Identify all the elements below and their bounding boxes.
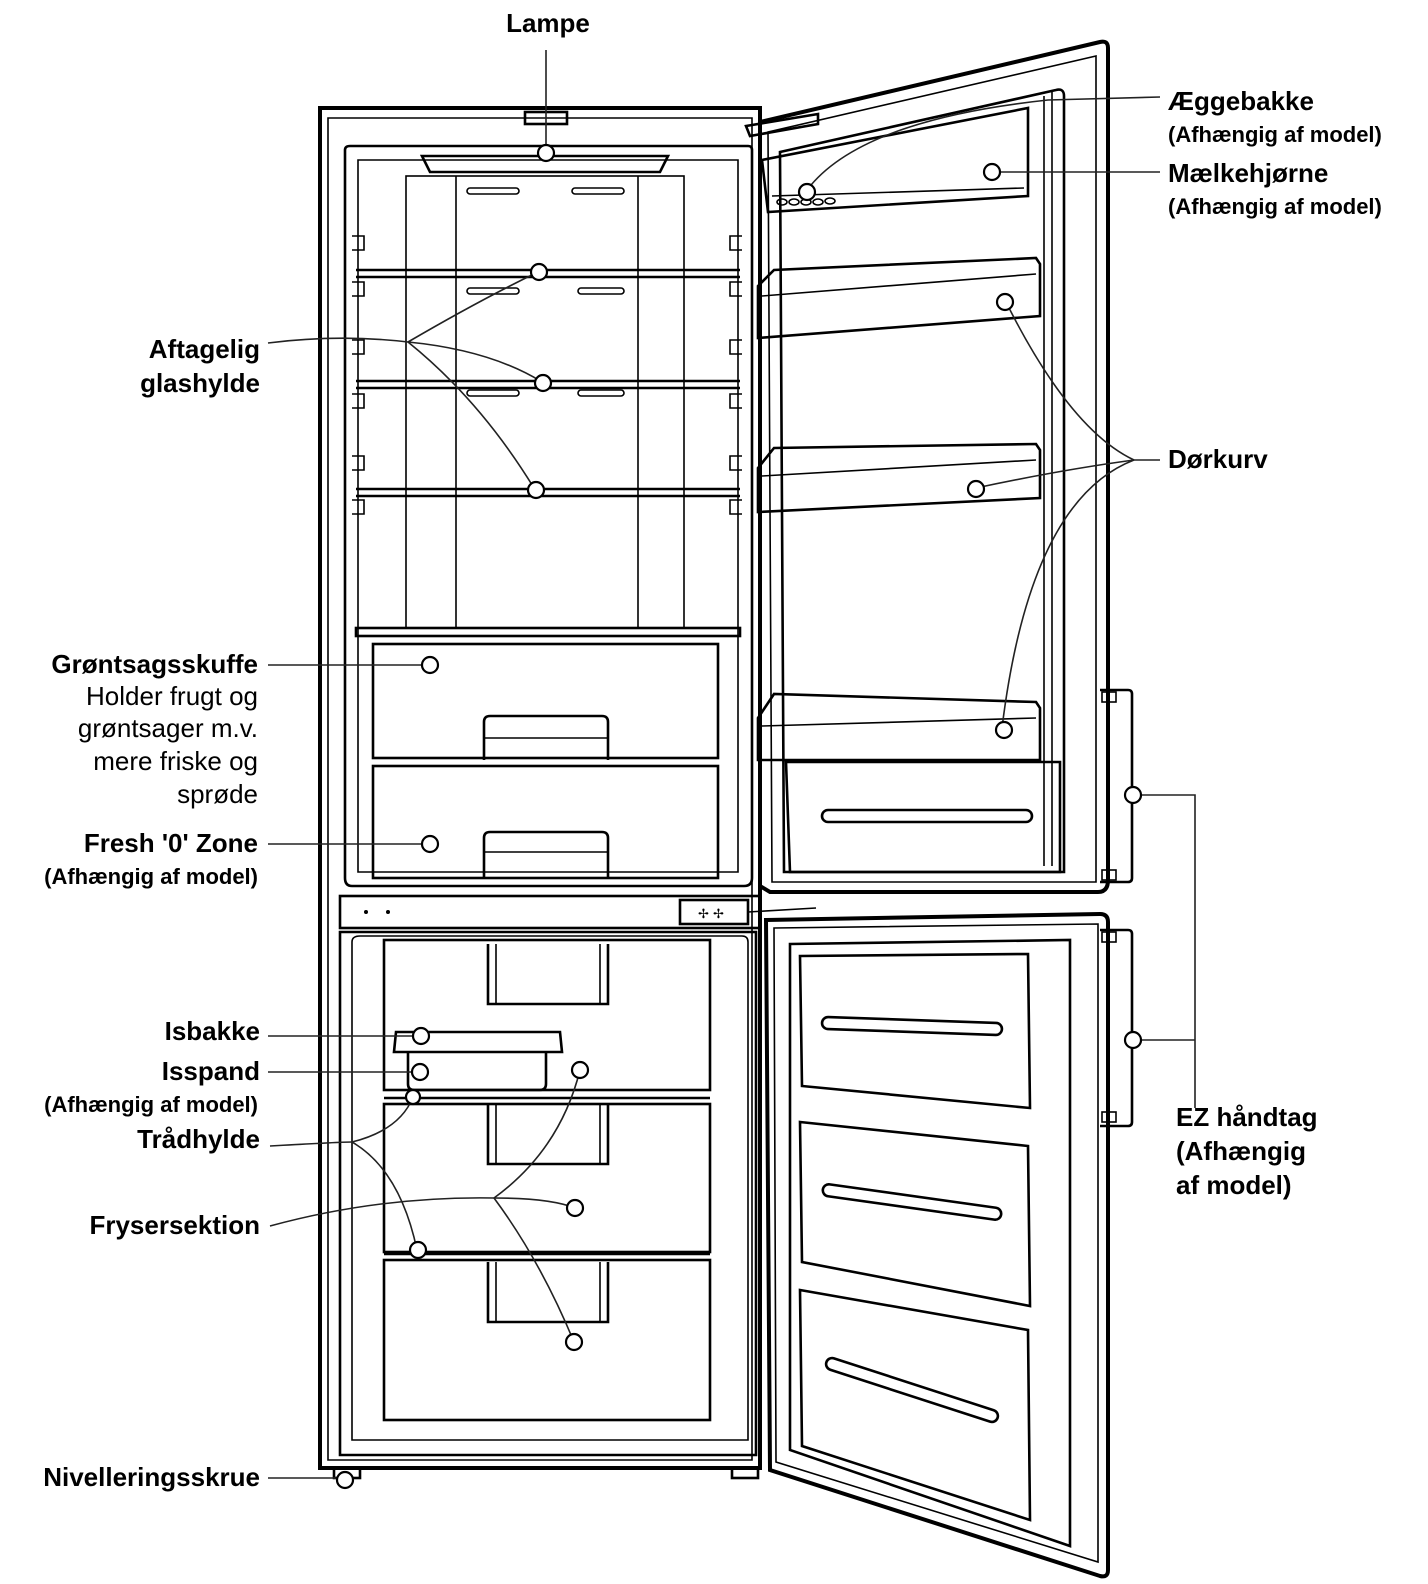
label-isspand-note: (Afhængig af model) (44, 1092, 258, 1117)
label-doerkurv: Dørkurv (1168, 444, 1268, 474)
label-groentsag-desc-1: Holder frugt og (86, 681, 258, 711)
label-aftagelig-1: Aftagelig (149, 334, 260, 364)
label-aeggebakke: Æggebakke (1168, 86, 1314, 116)
label-groentsag-desc-2: grøntsager m.v. (78, 713, 258, 743)
label-groentsag-desc-4: sprøde (177, 779, 258, 809)
freezer-door (766, 914, 1132, 1576)
svg-text:✢ ✢: ✢ ✢ (698, 907, 724, 922)
label-groentsagsskuffe: Grøntsagsskuffe (51, 649, 258, 679)
label-maelkehjoerne-note: (Afhængig af model) (1168, 194, 1382, 219)
label-ez-handle-3: af model) (1176, 1170, 1292, 1200)
label-lampe: Lampe (506, 8, 590, 38)
label-aftagelig-2: glashylde (140, 368, 260, 398)
label-frysersektion: Frysersektion (89, 1210, 260, 1240)
fridge-door (746, 42, 1132, 892)
label-traadhylde: Trådhylde (137, 1124, 260, 1154)
label-ez-handle-1: EZ håndtag (1176, 1102, 1318, 1132)
label-fresh-zone: Fresh '0' Zone (84, 828, 258, 858)
label-nivelleringsskrue: Nivelleringsskrue (43, 1462, 260, 1492)
label-fresh-note: (Afhængig af model) (44, 864, 258, 889)
label-aeggebakke-note: (Afhængig af model) (1168, 122, 1382, 147)
cabinet: ✢ ✢ (320, 108, 816, 1478)
label-isbakke: Isbakke (165, 1016, 260, 1046)
callout-dots (337, 145, 1141, 1488)
label-ez-handle-2: (Afhængig (1176, 1136, 1306, 1166)
leader-lines (268, 50, 1195, 1478)
labels: Lampe Æggebakke (Afhængig af model) Mælk… (43, 8, 1382, 1492)
label-isspand: Isspand (162, 1056, 260, 1086)
label-maelkehjoerne: Mælkehjørne (1168, 158, 1328, 188)
label-groentsag-desc-3: mere friske og (93, 746, 258, 776)
